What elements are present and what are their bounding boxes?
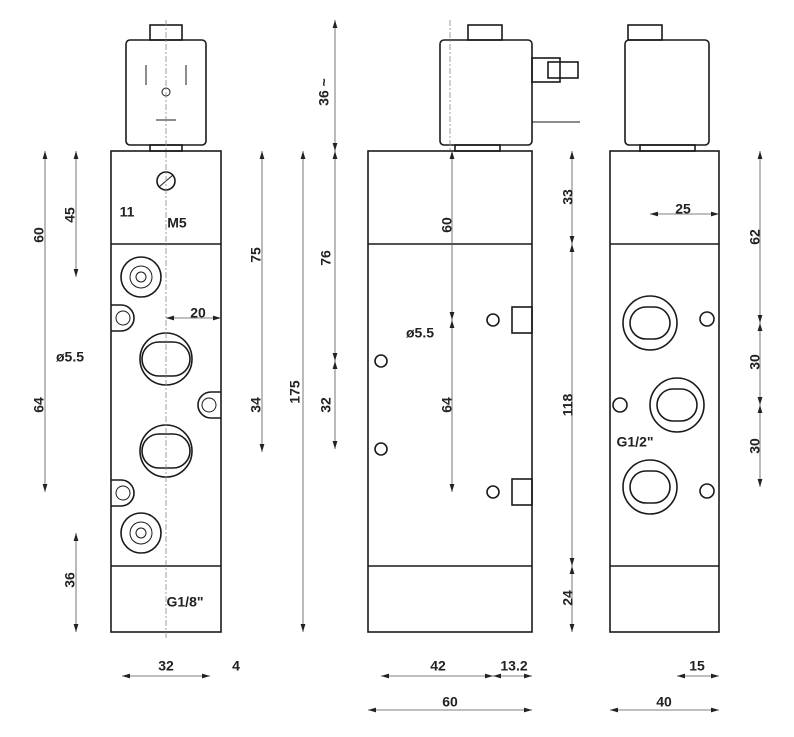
dimension-label-rear-d30a: 30 (747, 354, 763, 370)
dimension-label-side-d175: 175 (287, 380, 303, 404)
dimension-label-side-d13: 13.2 (500, 658, 527, 674)
dimension-label-front-d11: 11 (120, 204, 135, 220)
dimension-label-front-d20: 20 (190, 305, 206, 321)
dimension-label-side-hole: ø5.5 (406, 325, 434, 341)
coil (624, 39, 710, 146)
dimension-label-side-d42: 42 (430, 658, 446, 674)
dimension-label-side-d32: 32 (318, 397, 334, 413)
front-view (42, 20, 265, 679)
dimension-label-side-d76: 76 (318, 250, 334, 266)
dimension-label-rear-g12: G1/2" (617, 434, 654, 450)
side-view (300, 20, 580, 713)
dimension-label-front-d32: 32 (158, 658, 174, 674)
valve-body (609, 150, 720, 633)
dimension-label-rear-d15: 15 (689, 658, 705, 674)
coil (439, 39, 533, 146)
dimension-label-side-d118: 118 (560, 393, 576, 416)
dimension-label-side-d64: 64 (439, 397, 455, 413)
dimension-label-front-d34: 34 (248, 397, 264, 413)
dimension-label-front-d4: 4 (232, 658, 240, 674)
dimension-label-rear-d25: 25 (675, 201, 691, 217)
dimension-label-front-d45: 45 (62, 207, 78, 223)
dimension-label-side-d60h: 60 (442, 694, 458, 710)
dimension-label-front-d64: 64 (31, 397, 47, 413)
dimension-label-rear-d30b: 30 (747, 438, 763, 454)
dimension-label-rear-d62: 62 (747, 229, 763, 245)
dimension-label-front-d60: 60 (31, 227, 47, 243)
dimension-label-side-d36: 36 ~ (316, 78, 332, 106)
dimension-label-front-d75: 75 (248, 247, 264, 263)
dimension-label-side-d24: 24 (560, 590, 576, 606)
valve-body (110, 150, 222, 633)
dimension-label-rear-d40: 40 (656, 694, 672, 710)
dimension-label-side-d60v: 60 (439, 217, 455, 233)
dimension-label-front-d36: 36 (62, 572, 78, 588)
dimension-label-front-hole: ø5.5 (56, 349, 84, 365)
dimension-label-front-m5: M5 (167, 215, 187, 231)
dimension-label-side-d33: 33 (560, 189, 576, 205)
rear-view (609, 24, 763, 713)
dimension-label-front-g18: G1/8" (167, 594, 204, 610)
